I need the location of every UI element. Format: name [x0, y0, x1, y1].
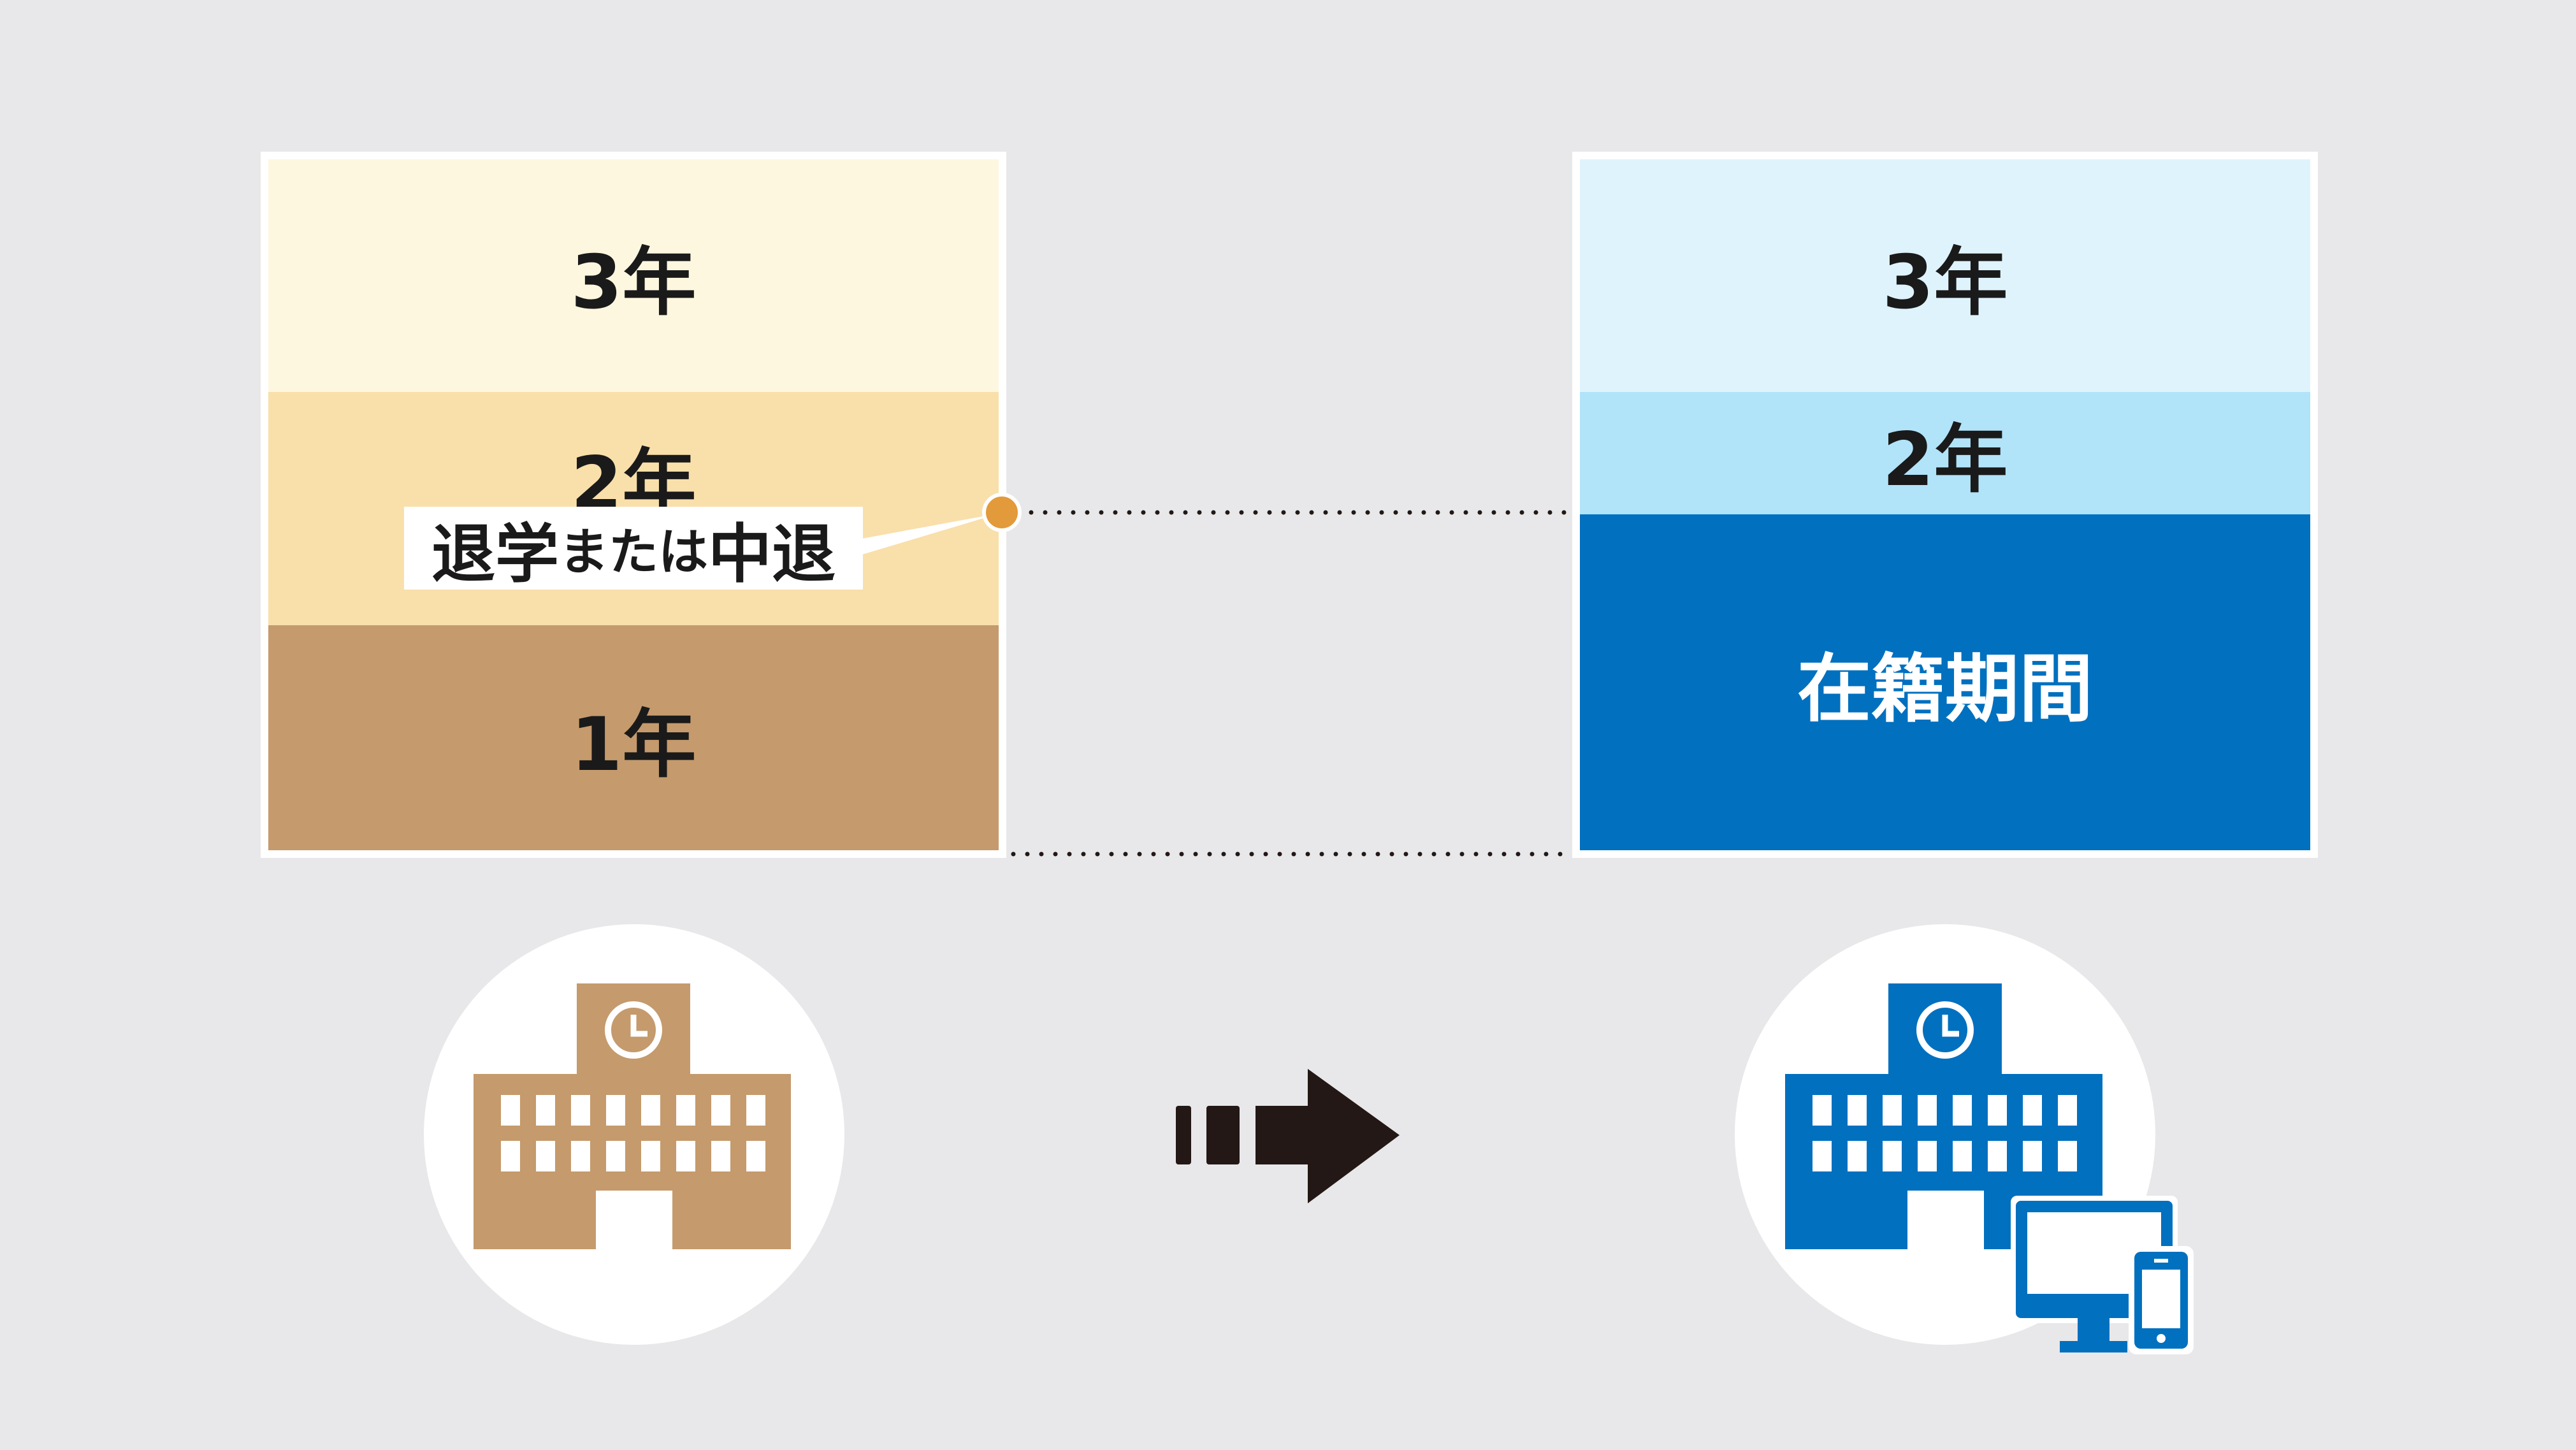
dropout-marker — [982, 493, 1022, 532]
dropout-callout: 退学または中退 — [404, 507, 863, 591]
left-band-year1: 1年 — [268, 625, 999, 850]
right-band-enrollment-label: 在籍期間 — [1797, 646, 2093, 732]
right-column-after: 3年 2年 在籍期間 — [1572, 152, 2318, 858]
left-band-year3: 3年 — [268, 159, 999, 392]
right-band-year2-label: 2年 — [1882, 417, 2008, 503]
callout-text-1: 退学 — [431, 516, 559, 591]
right-band-year2: 2年 — [1580, 392, 2310, 514]
left-band-year3-label: 3年 — [570, 239, 697, 326]
callout-text-2: または — [558, 524, 708, 581]
callout-pointer — [862, 513, 1001, 555]
right-band-year3-label: 3年 — [1882, 239, 2008, 326]
left-column-before: 3年 2年 1年 — [261, 152, 1006, 858]
left-band-year1-label: 1年 — [570, 701, 697, 788]
right-band-enrollment-period: 在籍期間 — [1580, 514, 2310, 850]
right-band-year3: 3年 — [1580, 159, 2310, 392]
callout-text-3: 中退 — [708, 516, 836, 591]
